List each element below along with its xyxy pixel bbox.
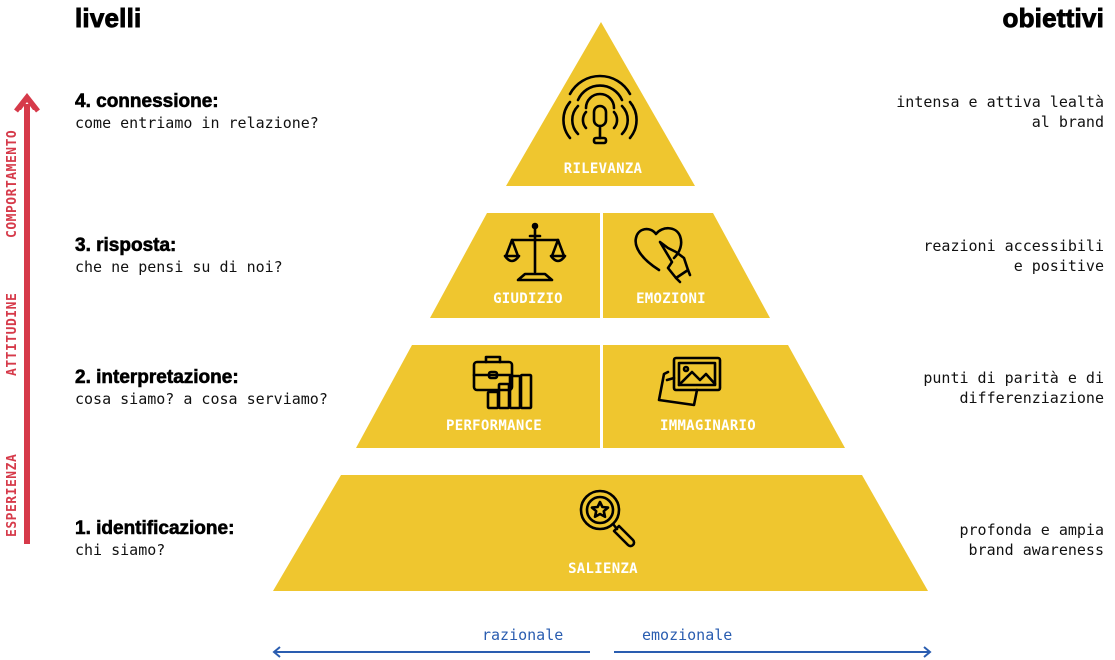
tier-label: IMMAGINARIO	[660, 418, 756, 434]
vertical-axis-arrow	[14, 92, 40, 544]
tier-shape	[273, 475, 928, 591]
tier-label: EMOZIONI	[636, 291, 706, 307]
level-title: 3. risposta:	[75, 235, 177, 257]
scales-icon	[503, 222, 567, 282]
level-title: 2. interpretazione:	[75, 367, 239, 389]
level-3-description: 3. risposta: che ne pensi su di noi?	[75, 235, 283, 277]
tier-interpretazione: PERFORMANCE IMMAGINARIO	[356, 345, 845, 448]
level-question: chi siamo?	[75, 541, 166, 559]
briefcase-chart-icon	[472, 355, 533, 410]
horizontal-axis-arrows	[272, 646, 932, 658]
tier-shape	[506, 22, 695, 186]
axis-label-emozionale: emozionale	[642, 626, 733, 644]
tier-rilevanza: RILEVANZA	[506, 22, 695, 186]
level-title: 4. connessione:	[75, 91, 219, 113]
tier-label: PERFORMANCE	[446, 418, 542, 434]
tier-label: GIUDIZIO	[493, 291, 563, 307]
block-performance	[356, 345, 600, 448]
vertical-axis-arrowhead-stroke	[14, 92, 40, 113]
level-1-goal: profonda e ampia brand awareness	[959, 521, 1105, 559]
level-2-goal: punti di parità e di differenziazione	[923, 369, 1104, 407]
magnifier-star-icon	[579, 489, 636, 548]
left-arrowhead	[272, 646, 281, 658]
tier-identificazione: SALIENZA	[273, 475, 928, 591]
heart-hand-icon	[634, 226, 692, 284]
block-immaginario	[603, 345, 845, 448]
levels-header: livelli	[75, 3, 142, 34]
level-2-description: 2. interpretazione: cosa siamo? a cosa s…	[75, 367, 328, 409]
level-question: cosa siamo? a cosa serviamo?	[75, 390, 328, 408]
tier-risposta: GIUDIZIO EMOZIONI	[430, 213, 770, 318]
right-arrowhead	[923, 646, 932, 658]
goals-header: obiettivi	[1002, 3, 1104, 34]
level-4-goal: intensa e attiva lealtà al brand	[896, 93, 1104, 131]
level-3-goal: reazioni accessibili e positive	[923, 237, 1104, 275]
tier-label: SALIENZA	[568, 561, 638, 577]
tier-label: RILEVANZA	[564, 161, 643, 177]
level-1-description: 1. identificazione: chi siamo?	[75, 518, 235, 560]
photos-icon	[657, 356, 722, 407]
level-4-description: 4. connessione: come entriamo in relazio…	[75, 91, 319, 133]
level-title: 1. identificazione:	[75, 518, 235, 540]
level-question: che ne pensi su di noi?	[75, 258, 283, 276]
axis-label-razionale: razionale	[482, 626, 564, 644]
level-question: come entriamo in relazione?	[75, 114, 319, 132]
